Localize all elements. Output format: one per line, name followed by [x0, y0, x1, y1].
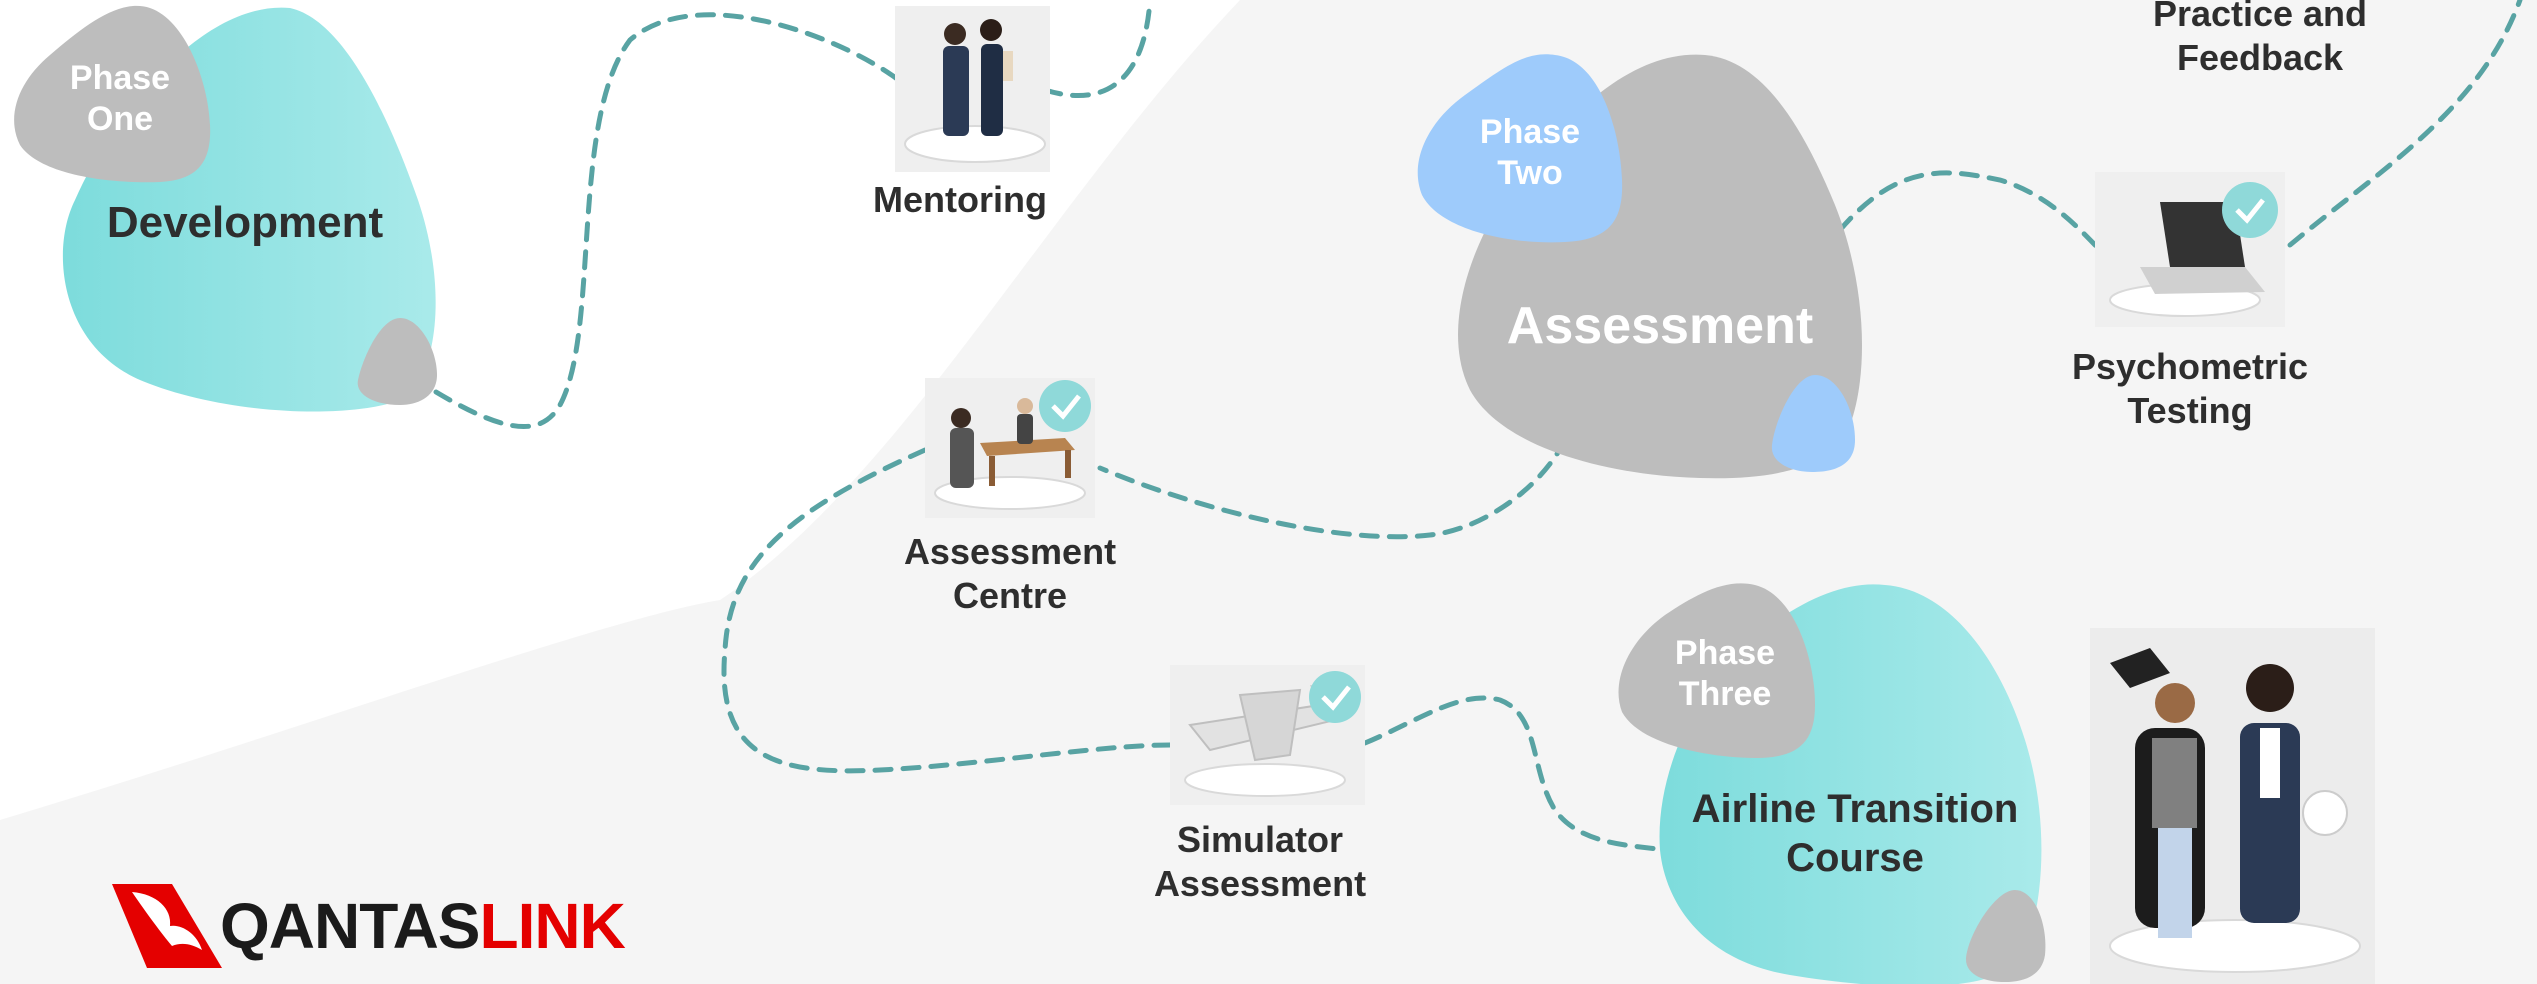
laptop-icon: [2095, 172, 2285, 327]
check-icon: [1321, 685, 1351, 711]
connector-path: [433, 0, 2523, 853]
phase-three-corner-blob: [1965, 890, 2046, 982]
phase-two-title: Assessment: [1506, 297, 1814, 355]
phase-two-tag-blob: [1417, 54, 1623, 243]
mentoring-illustration: [895, 6, 1050, 172]
phase-three-tag-blob: [1618, 583, 1815, 758]
kangaroo-logo-icon: [112, 884, 222, 968]
phase-two-corner-blob: [1771, 375, 1855, 472]
phase-one-title: Development: [106, 198, 384, 247]
aircraft-icon: [1170, 665, 1365, 805]
check-icon: [1051, 394, 1081, 420]
mentoring-label: Mentoring: [873, 179, 1047, 220]
interview-desk-icon: [925, 378, 1095, 518]
phase-one-tag-blob: [14, 5, 211, 183]
qantaslink-logo: QANTASLINK: [112, 884, 672, 968]
phase-one-corner-blob: [357, 318, 437, 405]
check-icon: [2235, 198, 2265, 224]
graduation-illustration: [2090, 628, 2375, 984]
